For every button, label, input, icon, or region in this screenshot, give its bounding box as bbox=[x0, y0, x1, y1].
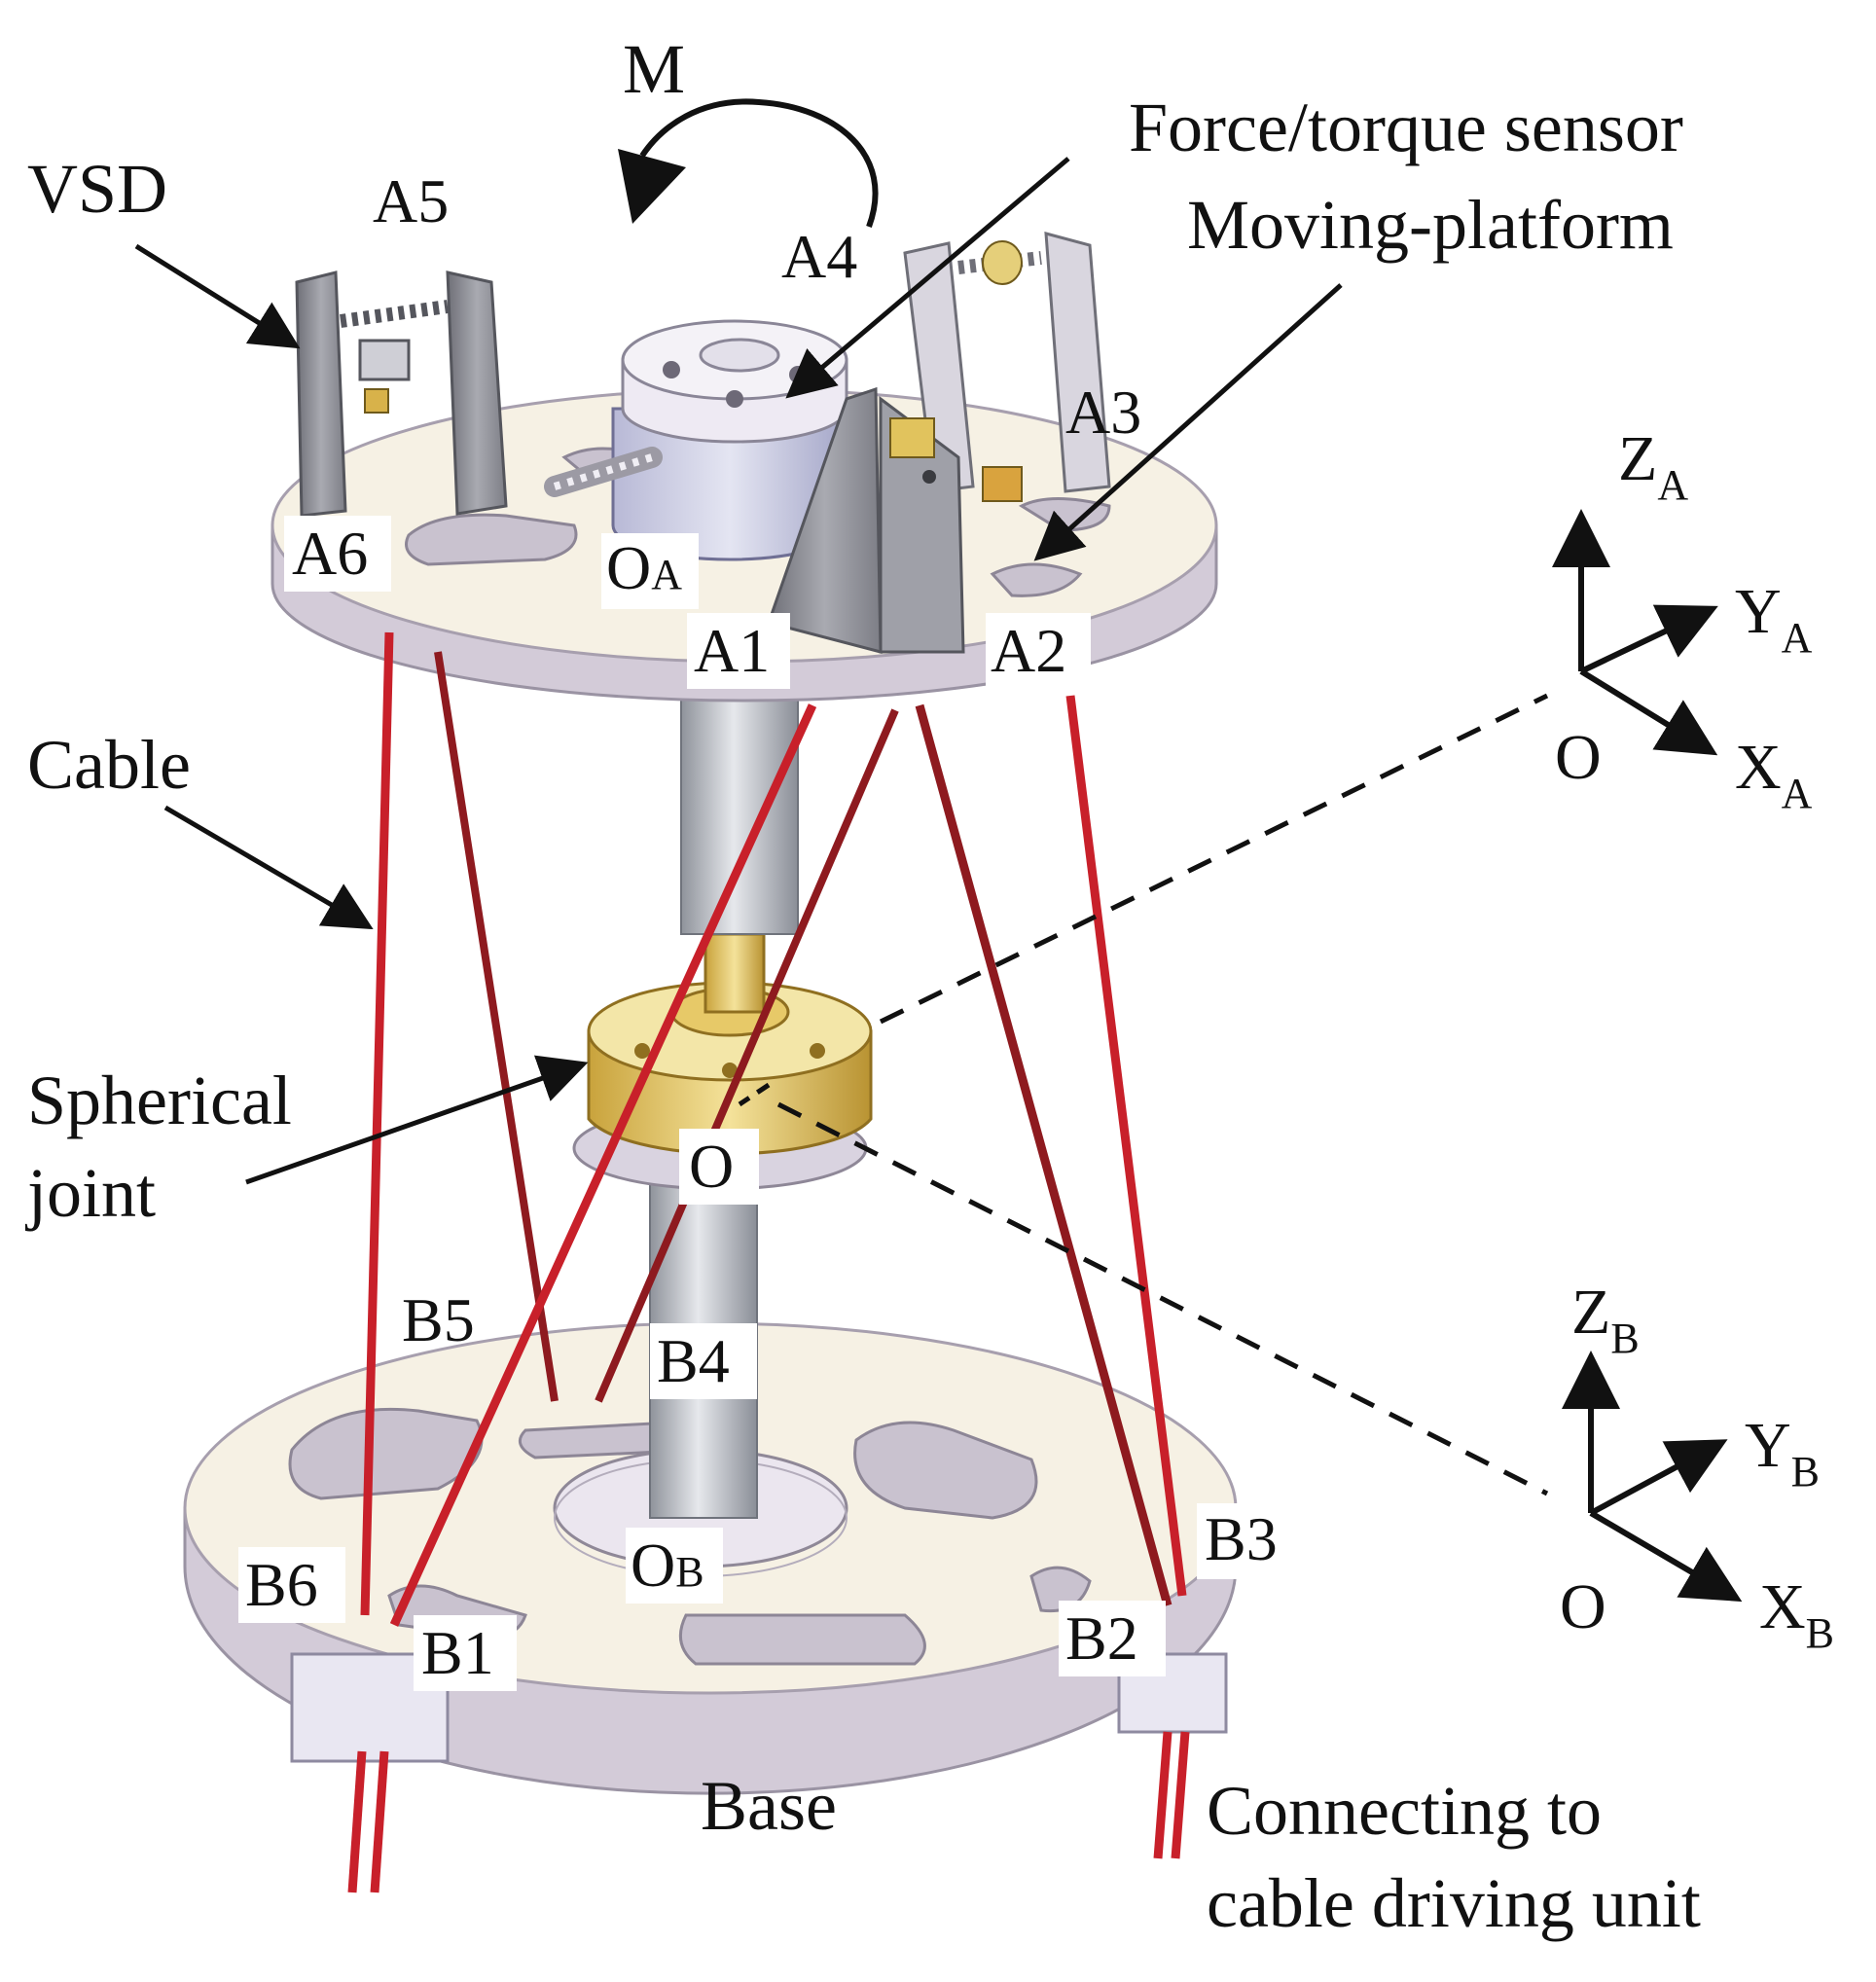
vsd-callout-arrow bbox=[134, 243, 301, 349]
frame-b-axes bbox=[1562, 1351, 1743, 1603]
spherical-joint-label-line1: Spherical bbox=[27, 1062, 292, 1139]
cable-a6-b5 bbox=[434, 651, 559, 1402]
cable-callout-arrow bbox=[163, 805, 374, 930]
frame-a-x-axis bbox=[1579, 668, 1718, 756]
vsd-label: VSD bbox=[27, 150, 167, 228]
cable-a1-b1 bbox=[389, 703, 817, 1627]
base-label: Base bbox=[701, 1767, 837, 1845]
moment-arrow bbox=[639, 98, 879, 229]
moving-platform-callout-arrow bbox=[1033, 283, 1343, 561]
vsd-unit-front bbox=[767, 386, 1023, 654]
point-oa-sub: A bbox=[651, 551, 682, 598]
point-a5: A5 bbox=[373, 166, 449, 235]
point-a1: A1 bbox=[694, 616, 770, 685]
point-a6: A6 bbox=[292, 519, 368, 588]
point-a2: A2 bbox=[991, 616, 1066, 685]
frame-a-y-label: YA bbox=[1735, 576, 1813, 662]
cable-a2-b4 bbox=[595, 708, 899, 1403]
frame-a-y-axis bbox=[1579, 604, 1718, 674]
force-sensor-label: Force/torque sensor bbox=[1129, 89, 1683, 166]
point-labels: A5 A4 A3 A6 OA A1 A2 O B5 B4 B3 OB B6 B1… bbox=[238, 166, 1304, 1691]
point-b5: B5 bbox=[402, 1285, 475, 1354]
connecting-label-line1: Connecting to bbox=[1207, 1772, 1602, 1850]
point-b2: B2 bbox=[1065, 1604, 1138, 1673]
frame-a-axes bbox=[1552, 509, 1718, 756]
dashed-link-frame-b bbox=[776, 1101, 1549, 1496]
cables bbox=[347, 631, 1190, 1893]
vsd-unit-right bbox=[903, 232, 1111, 493]
cable-tail-left-2 bbox=[370, 1750, 389, 1893]
frame-b-y-label: YB bbox=[1745, 1410, 1820, 1496]
cable-a2-b2 bbox=[915, 703, 1172, 1607]
cable-label: Cable bbox=[27, 726, 191, 804]
frame-a-x-label: XA bbox=[1735, 732, 1813, 817]
point-ob-main: O bbox=[631, 1531, 675, 1600]
vsd-unit-left bbox=[295, 270, 508, 518]
moving-platform-label: Moving-platform bbox=[1187, 186, 1674, 264]
point-b1: B1 bbox=[421, 1618, 494, 1687]
point-b3: B3 bbox=[1205, 1504, 1278, 1573]
cable-tail-right-1 bbox=[1153, 1731, 1172, 1859]
cable-tail-left-1 bbox=[347, 1750, 367, 1893]
point-oa: OA bbox=[606, 533, 682, 602]
upper-column bbox=[680, 680, 799, 935]
point-a4: A4 bbox=[781, 222, 857, 291]
frame-b-origin-label: O bbox=[1560, 1571, 1606, 1642]
spherical-joint-label-line2: joint bbox=[24, 1154, 156, 1232]
cable-tail-right-2 bbox=[1171, 1731, 1190, 1859]
force-sensor-callout-arrow bbox=[785, 157, 1070, 399]
frame-a-origin-label: O bbox=[1555, 722, 1602, 793]
frame-b-y-axis bbox=[1589, 1439, 1728, 1516]
point-b6: B6 bbox=[245, 1550, 318, 1619]
point-ob: OB bbox=[631, 1531, 704, 1600]
point-center-o: O bbox=[689, 1132, 734, 1201]
dashed-link-frame-a bbox=[879, 693, 1549, 1025]
moment-arrowhead bbox=[618, 149, 686, 224]
moment-label: M bbox=[623, 30, 685, 108]
frame-b-labels: ZB YB O XB bbox=[1560, 1277, 1834, 1657]
frame-a-labels: ZA YA O XA bbox=[1555, 423, 1813, 817]
frame-a-z-label: ZA bbox=[1618, 423, 1688, 509]
dashed-link-joint bbox=[738, 1082, 771, 1107]
frame-b-x-axis bbox=[1589, 1510, 1743, 1603]
point-b4: B4 bbox=[657, 1326, 730, 1395]
frame-b-z-label: ZB bbox=[1571, 1277, 1640, 1362]
spherical-joint-callout-arrow bbox=[245, 1055, 589, 1185]
point-a3: A3 bbox=[1065, 378, 1141, 447]
connecting-label-line2: cable driving unit bbox=[1207, 1864, 1701, 1942]
point-oa-main: O bbox=[606, 533, 651, 602]
frame-b-x-label: XB bbox=[1759, 1571, 1834, 1657]
cable-a6-b6 bbox=[360, 631, 394, 1616]
base-platform bbox=[183, 1321, 1238, 1795]
point-ob-sub: B bbox=[675, 1548, 704, 1596]
cable-a3-b3 bbox=[1065, 695, 1187, 1597]
